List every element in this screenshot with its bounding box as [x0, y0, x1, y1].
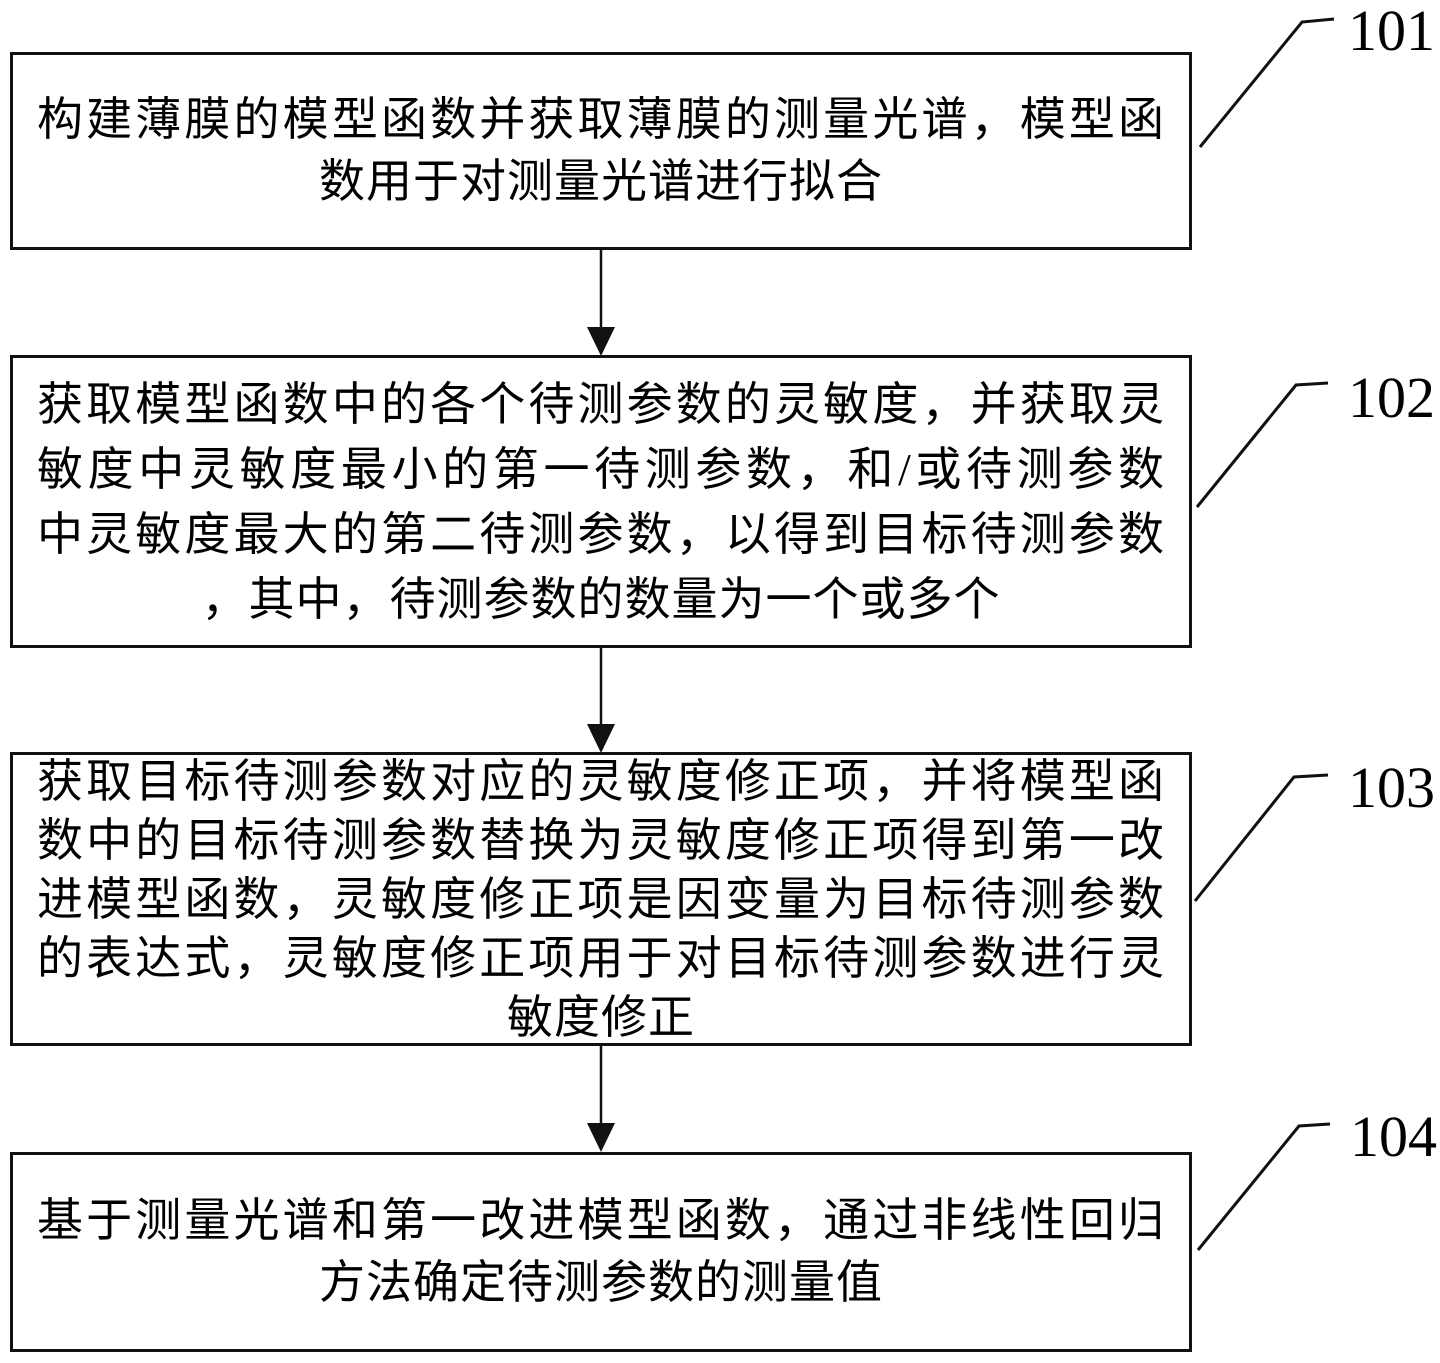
step-102-line-4: ，其中，待测参数的数量为一个或多个: [201, 573, 1001, 625]
ref-label-101: 101: [1348, 0, 1435, 63]
flow-step-box-102: 获取模型函数中的各个待测参数的灵敏度，并获取灵 敏度中灵敏度最小的第一待测参数，…: [10, 355, 1192, 648]
leader-line-101: [1198, 17, 1335, 148]
step-102-line-1: 获取模型函数中的各个待测参数的灵敏度，并获取灵: [37, 378, 1165, 430]
step-103-line-1: 获取目标待测参数对应的灵敏度修正项，并将模型函: [37, 755, 1165, 807]
leader-line-102: [1195, 381, 1329, 508]
step-103-line-3: 进模型函数，灵敏度修正项是因变量为目标待测参数: [37, 873, 1165, 925]
step-102-line-2: 敏度中灵敏度最小的第一待测参数，和/或待测参数: [37, 443, 1165, 495]
step-102-line-3: 中灵敏度最大的第二待测参数，以得到目标待测参数: [37, 508, 1165, 560]
ref-label-102: 102: [1348, 365, 1435, 430]
step-101-line-2: 数用于对测量光谱进行拟合: [319, 156, 883, 207]
flow-arrow-2: [587, 648, 615, 753]
flow-arrow-1: [587, 250, 615, 356]
step-103-line-2: 数中的目标待测参数替换为灵敏度修正项得到第一改: [37, 814, 1165, 866]
step-104-line-2: 方法确定待测参数的测量值: [319, 1257, 883, 1308]
step-104-line-1: 基于测量光谱和第一改进模型函数，通过非线性回归: [37, 1195, 1165, 1246]
leader-line-104: [1196, 1122, 1331, 1251]
flow-step-box-101: 构建薄膜的模型函数并获取薄膜的测量光谱，模型函 数用于对测量光谱进行拟合: [10, 52, 1192, 250]
ref-label-103: 103: [1348, 755, 1435, 820]
leader-line-103: [1193, 773, 1329, 902]
flow-step-box-103: 获取目标待测参数对应的灵敏度修正项，并将模型函 数中的目标待测参数替换为灵敏度修…: [10, 752, 1192, 1046]
flow-step-box-104: 基于测量光谱和第一改进模型函数，通过非线性回归 方法确定待测参数的测量值: [10, 1152, 1192, 1352]
step-103-line-4: 的表达式，灵敏度修正项用于对目标待测参数进行灵: [37, 932, 1165, 984]
flow-arrow-3: [587, 1046, 615, 1152]
ref-label-104: 104: [1350, 1104, 1437, 1169]
step-103-line-5: 敏度修正: [507, 991, 695, 1043]
step-101-line-1: 构建薄膜的模型函数并获取薄膜的测量光谱，模型函: [37, 94, 1165, 145]
